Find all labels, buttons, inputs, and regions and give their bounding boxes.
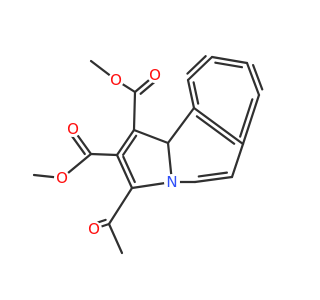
ester2-carbonyl-oxygen-label-bg: [65, 121, 81, 137]
c1-to-c9b-bond: [132, 128, 170, 145]
molecule-structure-diagram: O O O O N O: [32, 55, 264, 255]
ring-nitrogen-label: N: [164, 173, 180, 191]
benzo-c6a-c9a-bond-b: [195, 115, 236, 145]
bond-layer: [32, 55, 264, 255]
benzo-c7-c6b-bond-a: [245, 61, 261, 97]
benzo-c9a-c9-bond-b: [192, 81, 200, 105]
benzo-c7-c6b-bond-b: [252, 63, 264, 91]
ester1-ether-oxygen-text: O: [110, 71, 122, 89]
ester2-ether-oxygen-text: O: [56, 169, 68, 187]
ester2-ether-oxygen-label: O: [54, 169, 70, 187]
benzo-c8-c7-bond-b: [214, 61, 244, 69]
acetyl-oxygen-label-bg: [86, 221, 102, 237]
benzo-c8-c7-bond-a: [210, 55, 249, 65]
acetyl-oxygen-label: O: [86, 220, 102, 238]
c2-to-ester2-carbon-bond: [89, 152, 119, 157]
ester1-carbon-to-c1-bond: [132, 90, 137, 132]
c3-c9b-ring-side-bond-b: [122, 155, 136, 184]
benzo-c6a-c9a-bond-a: [192, 106, 245, 146]
benzo-c9a-c9-bond-a: [186, 78, 196, 110]
ester1-carbonyl-oxygen-label-bg: [147, 67, 163, 83]
c9b-to-c9a-bond: [166, 106, 196, 145]
ester1-carbonyl-double-bond-b: [139, 79, 157, 95]
ester1-carbonyl-oxygen-text: O: [149, 66, 161, 84]
benzo-c6b-c6a-bond-a: [241, 93, 261, 146]
ester2-ether-oxygen-label-bg: [54, 170, 70, 186]
ester2-carbonyl-double-bond-b: [70, 133, 86, 156]
ester1-ether-oxygen-label-bg: [108, 72, 124, 88]
benzo-c9-c8-bond-b: [186, 55, 207, 75]
acetyl-carbon-to-methyl-bond: [107, 222, 124, 255]
ring-nitrogen-text: N: [166, 173, 177, 191]
atom-label-layer: O O O O N O: [54, 66, 180, 238]
c6-c5-double-bond-a: [193, 175, 234, 184]
c6-c5-double-bond-b: [197, 171, 228, 178]
benzo-c6b-c6a-bond-b: [239, 98, 254, 138]
benzo-c9-c8-bond-a: [186, 55, 214, 82]
c3-to-acetyl-carbon-bond: [107, 186, 134, 226]
ester1-ether-oxygen-label: O: [108, 71, 124, 89]
ester2-carbonyl-oxygen-label: O: [65, 120, 81, 138]
ester2-carbonyl-oxygen-text: O: [67, 120, 79, 138]
ring-nitrogen-label-bg: [164, 174, 180, 190]
c6a-to-c6-bond: [230, 142, 245, 179]
c1-c2-double-bond-a: [115, 128, 136, 157]
c3-c9b-ring-side-bond-a: [115, 153, 134, 190]
acetyl-oxygen-text: O: [88, 220, 100, 238]
c1-c2-double-bond-b: [122, 134, 138, 156]
ester1-carbonyl-oxygen-label: O: [147, 66, 163, 84]
